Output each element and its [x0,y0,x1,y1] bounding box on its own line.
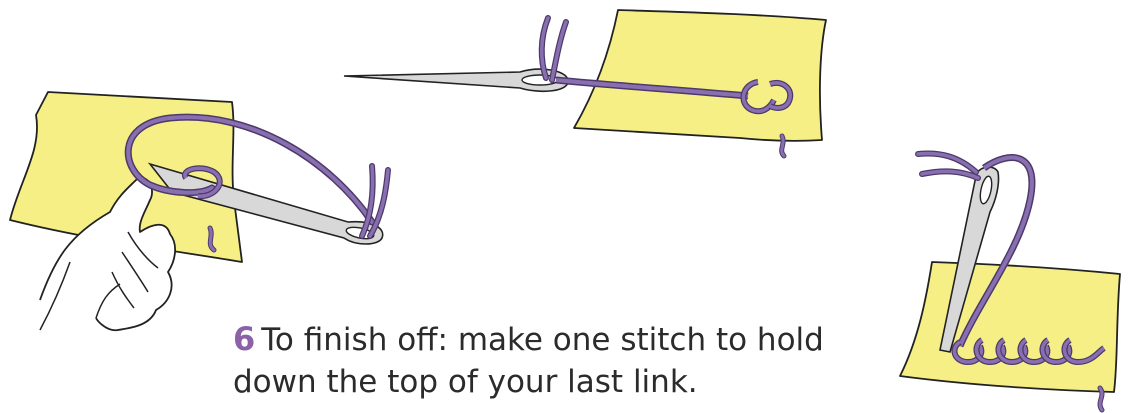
illustration-needle-chain [344,10,826,156]
illustration-finish-stitch [900,154,1120,410]
step-number: 6 [233,320,255,358]
instruction-line-1: To finish off: make one stitch to hold [261,322,824,358]
fabric-swatch-right [900,262,1120,392]
illustration-hand-needle [10,92,388,330]
fabric-swatch-top [574,10,826,141]
instruction-line-2: down the top of your last link. [233,364,698,400]
